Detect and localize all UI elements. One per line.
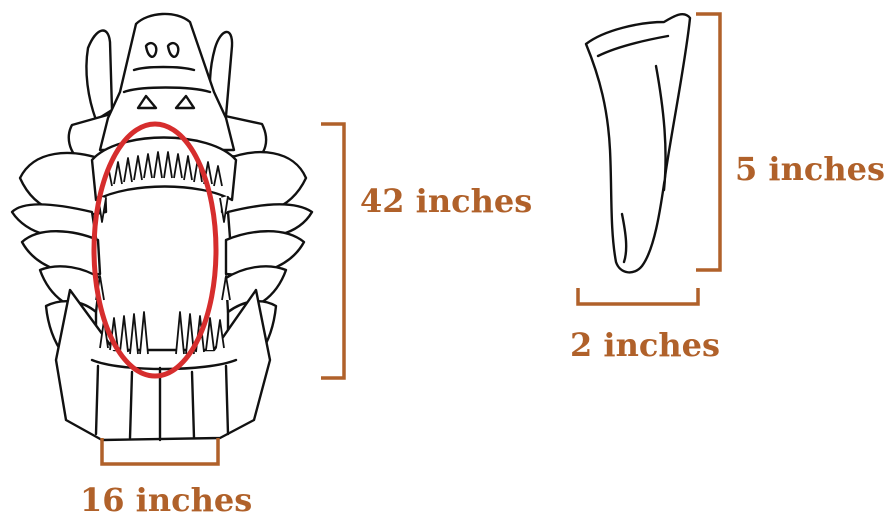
tooth-height-bracket <box>696 14 720 270</box>
jaw-width-label: 16 inches <box>80 481 252 519</box>
tooth-height-label: 5 inches <box>735 150 885 188</box>
tooth-width-label: 2 inches <box>570 326 720 364</box>
jaw-height-bracket <box>321 124 344 378</box>
jaw-width-bracket <box>102 438 218 464</box>
jaw-height-label: 42 inches <box>360 182 532 220</box>
tooth-width-bracket <box>578 288 698 304</box>
shark-tooth-illustration <box>586 14 690 272</box>
